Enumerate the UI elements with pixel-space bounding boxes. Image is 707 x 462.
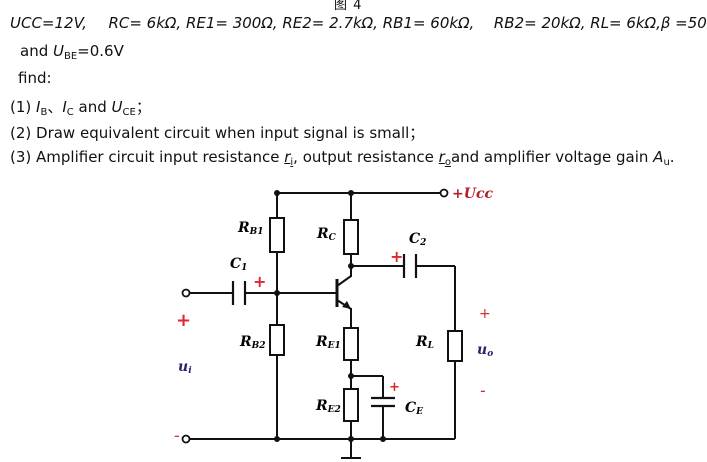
output-plus-sign: + (479, 306, 491, 322)
q3-part-a: (3) Amplifier circuit input resistance (10, 148, 285, 166)
emitter-arrow (342, 301, 351, 309)
question-3: (3) Amplifier circuit input resistance r… (10, 148, 675, 168)
rc-label: RC (316, 226, 337, 243)
re2-resistor (343, 388, 359, 422)
ce-capacitor (371, 396, 395, 408)
q3-ro-sub: o (444, 157, 451, 168)
input-terminal-bottom (181, 434, 191, 444)
q3-ri-symbol: r (284, 148, 291, 166)
q3-part-c: and amplifier voltage gain (450, 148, 654, 166)
q1-uce-symbol: U (111, 98, 123, 116)
input-voltage-label: ui (178, 359, 192, 376)
circuit-wires (189, 192, 456, 459)
rb2-label: RB2 (239, 334, 266, 351)
ube-symbol: U (53, 42, 64, 60)
output-minus-sign: - (480, 381, 486, 400)
q3-au-symbol: A (653, 148, 664, 166)
q1-ic-sub: C (66, 107, 74, 118)
ce-label: CE (405, 400, 423, 417)
rl-resistor (447, 330, 463, 362)
q3-au-sub: u (663, 157, 670, 168)
ube-line: and UBE=0.6V (20, 42, 124, 62)
input-terminal-top (181, 288, 191, 298)
q1-ib-symbol: I (36, 98, 41, 116)
input-minus-sign: - (174, 426, 180, 445)
param-rb1: RB1= 60kΩ, (382, 14, 475, 32)
c2-plus-sign: + (390, 247, 403, 266)
param-rb2: RB2= 20kΩ, (493, 14, 586, 32)
junction-dots (274, 190, 386, 442)
q1-number: (1) (10, 98, 37, 116)
rb2-resistor (269, 324, 285, 356)
q3-ro-symbol: r (438, 148, 445, 166)
q1-end: ； (135, 98, 151, 116)
c2-label: C2 (409, 231, 426, 248)
input-plus-sign: + (176, 310, 191, 331)
param-ucc: UCC=12V, (10, 14, 87, 32)
parameter-line: UCC=12V, RC= 6kΩ, RE1= 300Ω, RE2= 2.7kΩ,… (10, 14, 707, 32)
re1-resistor (343, 327, 359, 361)
c1-label: C1 (230, 256, 247, 273)
q1-uce-sub: CE (122, 107, 136, 118)
q3-ri-sub: i (290, 157, 294, 168)
c2-capacitor (402, 254, 418, 278)
re2-label: RE2 (315, 398, 341, 415)
ce-plus-sign: + (389, 380, 400, 395)
question-2: (2) Draw equivalent circuit when input s… (10, 124, 425, 142)
supply-label: +Ucc (452, 186, 493, 202)
param-rc: RC= 6kΩ, (108, 14, 182, 32)
ube-value: =0.6V (77, 42, 124, 60)
rb1-label: RB1 (237, 220, 264, 237)
q1-ib-sub: B (40, 107, 48, 118)
find-label: find: (18, 69, 52, 87)
param-re1: RE1= 300Ω, (185, 14, 278, 32)
q1-ic-symbol: I (62, 98, 67, 116)
param-rl: RL= 6kΩ, (590, 14, 661, 32)
c1-capacitor (231, 281, 247, 305)
npn-transistor (335, 275, 352, 310)
output-voltage-label: uo (477, 342, 493, 359)
q1-and: and (73, 98, 112, 116)
ube-subscript: BE (63, 51, 78, 62)
q3-end: . (669, 148, 675, 166)
rc-resistor (343, 219, 359, 255)
rl-label: RL (415, 334, 434, 351)
figure-mark: 图 4 (334, 0, 363, 13)
param-re2: RE2= 2.7kΩ, (282, 14, 378, 32)
supply-terminal (439, 188, 449, 198)
question-1: (1) IB、IC and UCE； (10, 96, 151, 118)
param-beta: β =50 (660, 14, 707, 32)
q1-separator: 、 (47, 98, 63, 116)
rb1-resistor (269, 217, 285, 253)
re1-label: RE1 (315, 334, 341, 351)
ube-prefix: and (20, 42, 53, 60)
c1-plus-sign: + (253, 272, 266, 291)
q3-part-b: , output resistance (293, 148, 439, 166)
